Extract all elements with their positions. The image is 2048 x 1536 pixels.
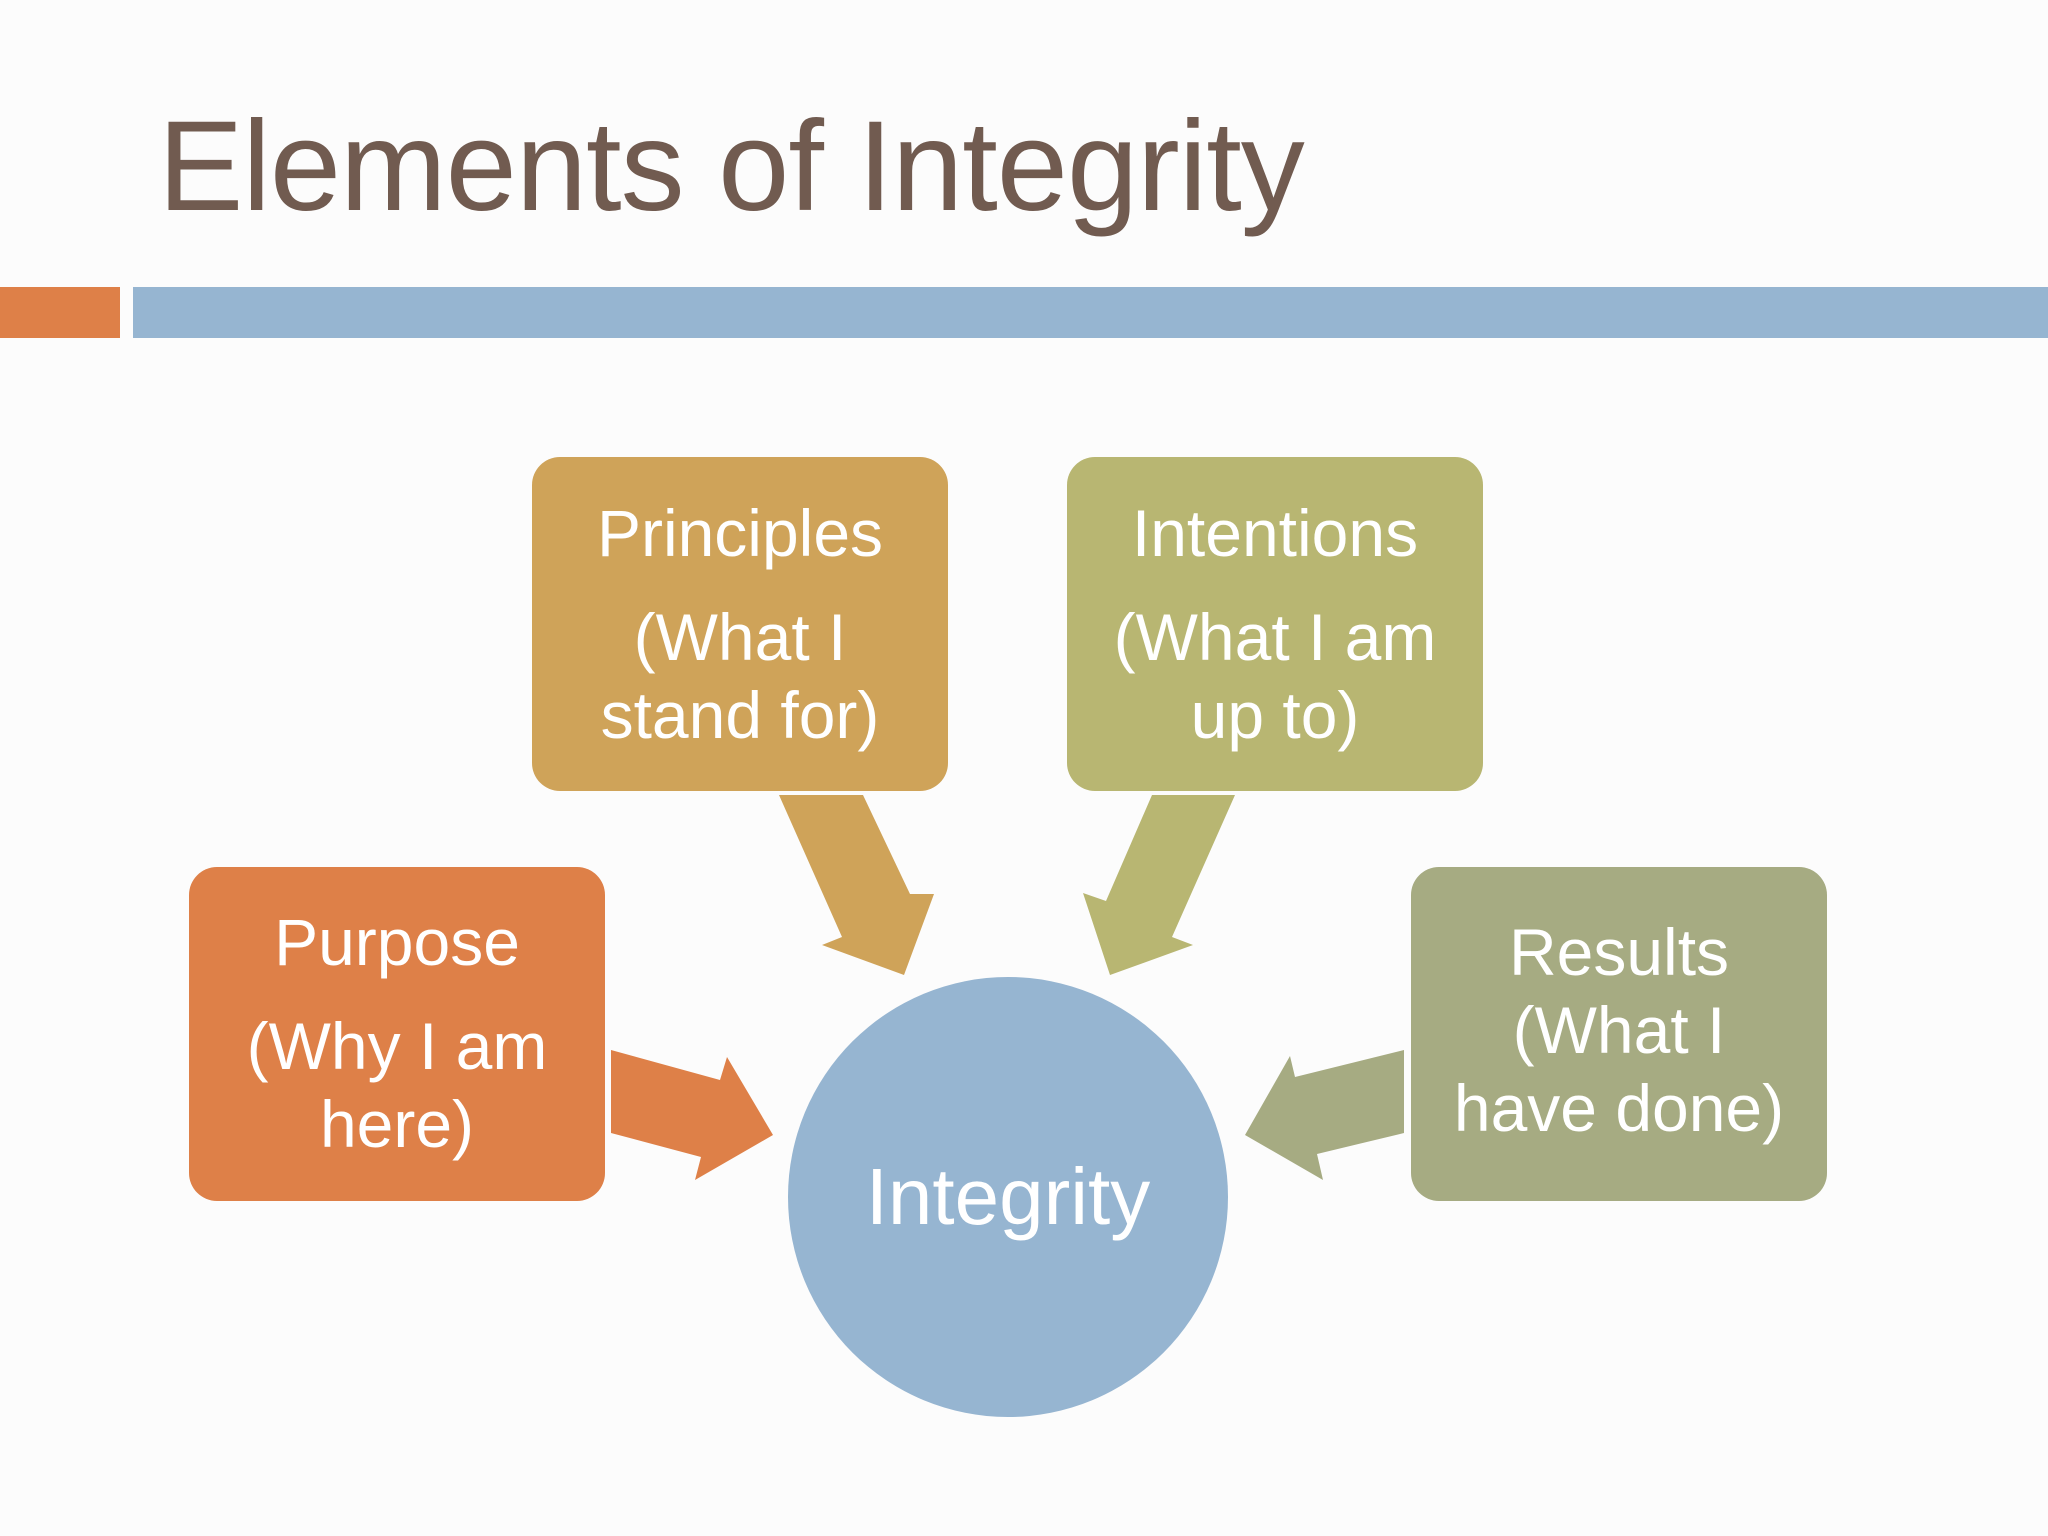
node-intentions-subtitle: (What I am up to) — [1113, 600, 1437, 752]
node-purpose: Purpose (Why I am here) — [189, 867, 605, 1201]
node-results-subtitle: (What I have done) — [1453, 993, 1785, 1145]
node-integrity: Integrity — [788, 977, 1228, 1417]
arrow-results-to-integrity — [1245, 1050, 1404, 1180]
node-intentions: Intentions (What I am up to) — [1067, 457, 1483, 791]
title-accent-bar-orange — [0, 287, 120, 338]
arrow-principles-to-integrity — [779, 795, 934, 975]
node-principles-subtitle: (What I stand for) — [600, 600, 880, 752]
node-results: Results (What I have done) — [1411, 867, 1827, 1201]
node-intentions-label: Intentions — [1131, 496, 1419, 570]
node-purpose-subtitle: (Why I am here) — [246, 1009, 548, 1161]
title-accent-bar-blue — [133, 287, 2048, 338]
node-principles: Principles (What I stand for) — [532, 457, 948, 791]
arrow-intentions-to-integrity — [1083, 795, 1235, 975]
node-principles-label: Principles — [596, 496, 884, 570]
node-purpose-label: Purpose — [274, 905, 520, 979]
node-integrity-label: Integrity — [865, 1152, 1151, 1241]
node-results-label: Results — [1508, 915, 1730, 989]
arrow-purpose-to-integrity — [611, 1050, 773, 1180]
slide-title: Elements of Integrity — [158, 95, 1305, 238]
